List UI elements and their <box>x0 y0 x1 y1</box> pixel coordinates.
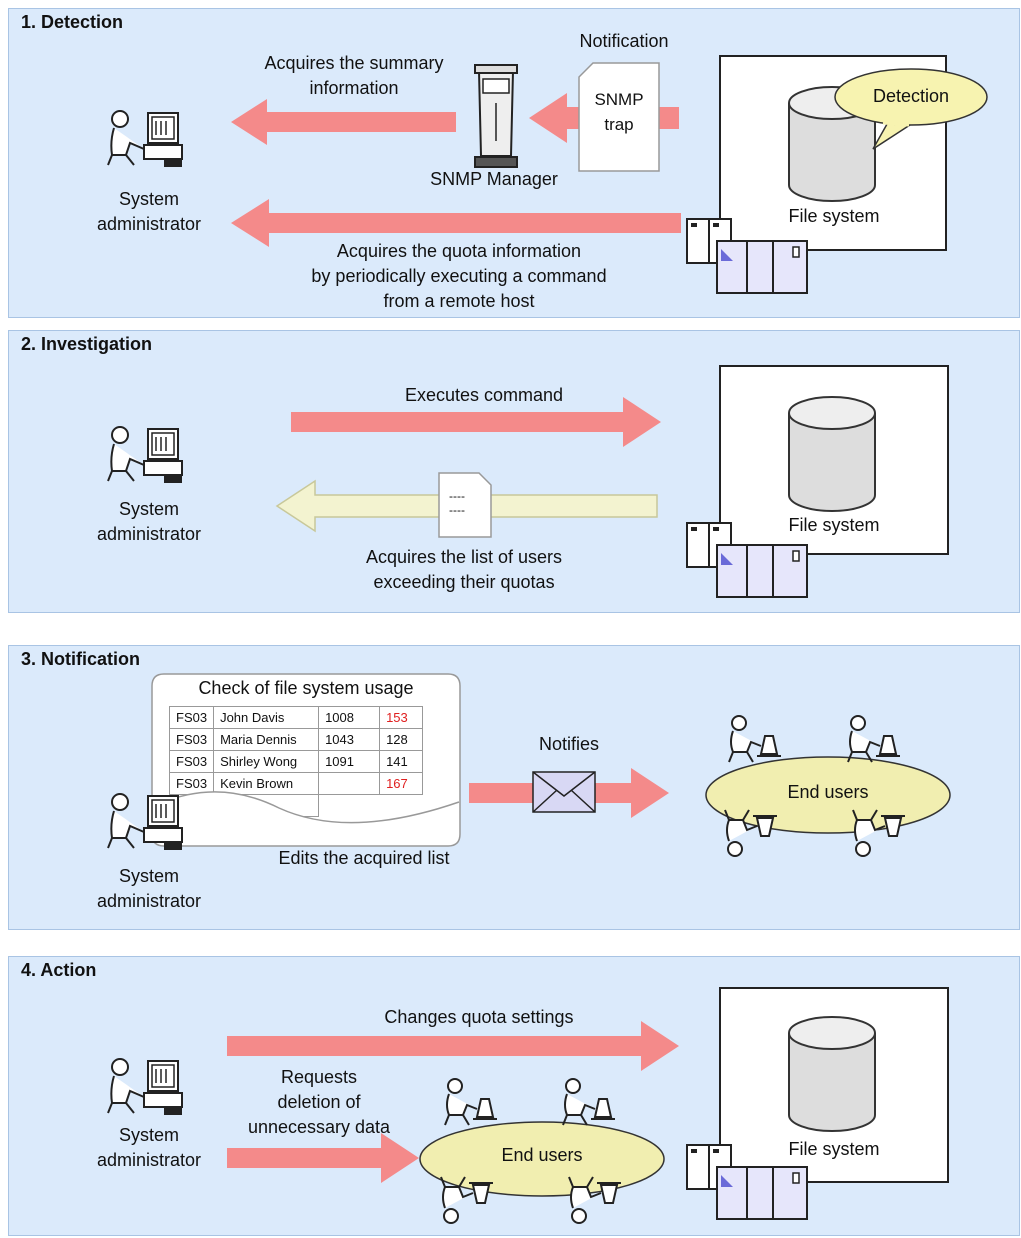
cell-value-b: 128 <box>379 728 424 751</box>
mail-icon <box>532 771 596 813</box>
end-user-icon <box>844 714 904 764</box>
detection-bubble-label: Detection <box>872 86 950 106</box>
document-icon <box>438 472 492 538</box>
usage-table: FS03 John Davis 1008 153 FS03 Maria Denn… <box>168 706 424 817</box>
end-user-icon <box>565 1175 625 1225</box>
arrow-requests <box>227 1133 419 1183</box>
cell-name: Maria Dennis <box>213 728 320 751</box>
end-user-icon <box>441 1077 501 1127</box>
server-rack-icon <box>685 1143 815 1223</box>
cell-name: Kevin Brown <box>213 772 320 795</box>
notifies-label: Notifies <box>538 734 600 754</box>
system-administrator-icon <box>104 425 204 485</box>
cell-value-b: 153 <box>379 706 424 729</box>
cell-value-a: 1008 <box>318 706 381 729</box>
table-row: FS03 John Davis 1008 153 <box>168 706 424 729</box>
end-user-icon <box>437 1175 497 1225</box>
cell-fs: FS03 <box>168 728 215 751</box>
panel-title: 1. Detection <box>21 12 124 32</box>
panel-title: 4. Action <box>21 960 97 980</box>
end-users-label: End users <box>787 782 869 802</box>
end-user-icon <box>849 808 909 858</box>
table-row: FS03 Shirley Wong 1091 141 <box>168 750 424 773</box>
file-system-label: File system <box>788 1139 880 1159</box>
file-system-label: File system <box>788 206 880 226</box>
cell-value-b: 167 <box>379 772 424 795</box>
end-users-ellipse <box>705 756 951 834</box>
server-rack-icon <box>685 217 815 297</box>
cell-value-a: 1091 <box>318 750 381 773</box>
cell-value-a: 1043 <box>318 728 381 751</box>
cell-fs: FS03 <box>168 750 215 773</box>
end-user-icon <box>725 714 785 764</box>
torn-edge <box>158 791 460 834</box>
cell-fs: FS03 <box>168 772 215 795</box>
snmp-trap-document-icon <box>578 62 660 172</box>
document-title: Check of file system usage <box>198 678 414 698</box>
changes-label: Changes quota settings <box>384 1007 574 1027</box>
storage-cylinder-icon <box>787 1015 877 1135</box>
storage-cylinder-icon <box>787 395 877 515</box>
notification-panel: 3. Notification Check of file system usa… <box>8 645 1020 930</box>
server-rack-icon <box>685 521 815 601</box>
arrow-quota <box>231 199 681 247</box>
end-user-icon <box>721 808 781 858</box>
snmp-manager-icon <box>474 64 518 168</box>
executes-label: Executes command <box>404 385 564 405</box>
notification-label: Notification <box>579 31 669 51</box>
arrow-summary <box>231 99 456 145</box>
edits-label: Edits the acquired list <box>278 848 450 868</box>
panel-title: 3. Notification <box>21 649 141 669</box>
cell-name: John Davis <box>213 706 320 729</box>
end-users-ellipse <box>419 1121 665 1197</box>
table-row: FS03 Kevin Brown 167 <box>168 772 424 795</box>
cell-value-b: 141 <box>379 750 424 773</box>
end-users-label: End users <box>501 1145 583 1165</box>
panel-title: 2. Investigation <box>21 334 153 354</box>
detection-bubble <box>834 68 988 150</box>
system-administrator-icon <box>104 792 204 852</box>
snmp-manager-label: SNMP Manager <box>430 169 558 189</box>
cell-name: Shirley Wong <box>213 750 320 773</box>
document-lines: -------- <box>449 489 465 517</box>
table-row: FS03 Maria Dennis 1043 128 <box>168 728 424 751</box>
system-administrator-icon <box>104 1057 204 1117</box>
end-user-icon <box>559 1077 619 1127</box>
arrow-changes <box>227 1021 679 1071</box>
file-system-label: File system <box>788 515 880 535</box>
arrow-executes <box>291 397 661 447</box>
cell-fs: FS03 <box>168 706 215 729</box>
system-administrator-icon <box>104 109 204 169</box>
